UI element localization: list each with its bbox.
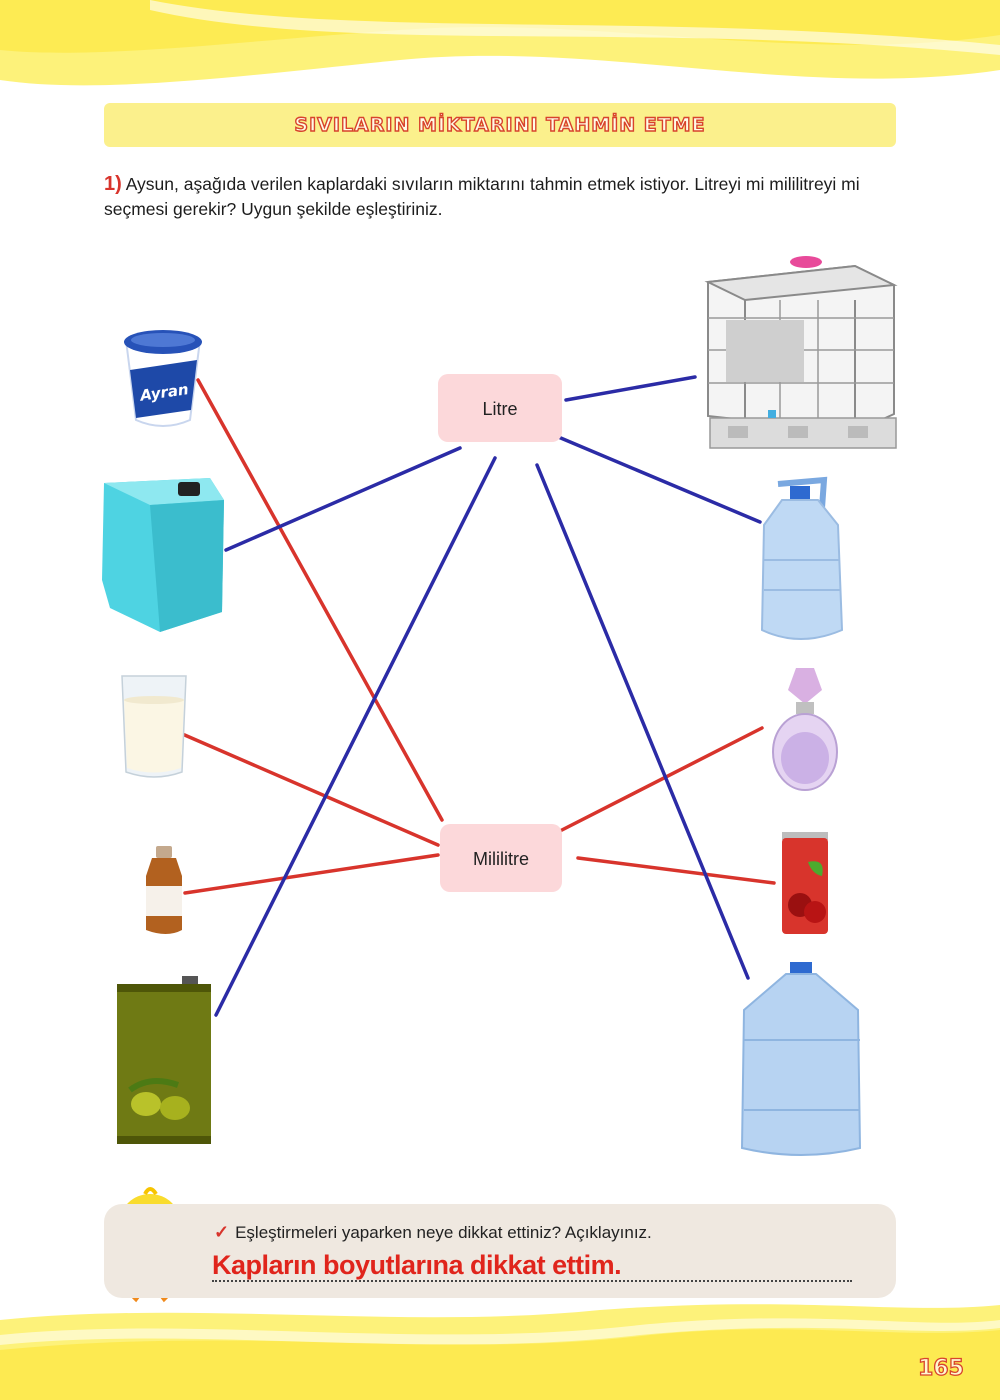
line-oil-litre	[214, 456, 497, 1017]
line-bottle-litre	[554, 434, 762, 524]
check-icon: ✓	[214, 1222, 230, 1242]
line-carboy-litre	[535, 463, 750, 980]
line-syrup-mililitre	[183, 853, 440, 895]
jerrycan-icon	[102, 478, 224, 632]
question-text-block: 1) Aysun, aşağıda verilen kaplardaki sıv…	[104, 172, 904, 222]
line-jerrycan-litre	[224, 446, 462, 552]
section-title: SIVILARIN MİKTARINI TAHMİN ETME	[294, 113, 706, 136]
hint-question-text: Eşleştirmeleri yaparken neye dikkat etti…	[235, 1222, 652, 1242]
hint-panel	[104, 1204, 896, 1298]
question-number: 1)	[104, 173, 122, 195]
page-number: 165	[917, 1355, 964, 1381]
section-title-bar: SIVILARIN MİKTARINI TAHMİN ETME	[104, 103, 896, 147]
line-tank-litre	[564, 375, 697, 402]
litre-box: Litre	[438, 374, 562, 442]
syrup-bottle-icon	[146, 846, 182, 934]
hint-question: ✓ Eşleştirmeleri yaparken neye dikkat et…	[214, 1222, 652, 1243]
line-ayran-mililitre	[196, 378, 444, 822]
answer-dotted-line	[212, 1280, 852, 1282]
question-text: Aysun, aşağıda verilen kaplardaki sıvıla…	[104, 174, 860, 219]
milk-glass-icon	[121, 675, 187, 778]
olive-oil-tin-icon	[117, 976, 211, 1144]
soda-can-icon	[782, 832, 828, 934]
perfume-bottle-icon	[772, 668, 838, 791]
mililitre-label: Mililitre	[473, 849, 529, 869]
line-soda-mililitre	[576, 856, 776, 885]
water-carboy-icon	[740, 962, 862, 1156]
line-perfume-mililitre	[556, 726, 764, 834]
water-bottle-icon	[760, 476, 844, 640]
match-lines	[178, 375, 776, 1017]
mililitre-box: Mililitre	[440, 824, 562, 892]
water-tank-icon	[704, 256, 898, 449]
ayran-cup-icon: Ayran	[124, 330, 202, 427]
line-milk-mililitre	[178, 731, 440, 847]
litre-label: Litre	[482, 399, 517, 419]
hint-answer-text: Kapların boyutlarına dikkat ettim.	[212, 1250, 622, 1280]
